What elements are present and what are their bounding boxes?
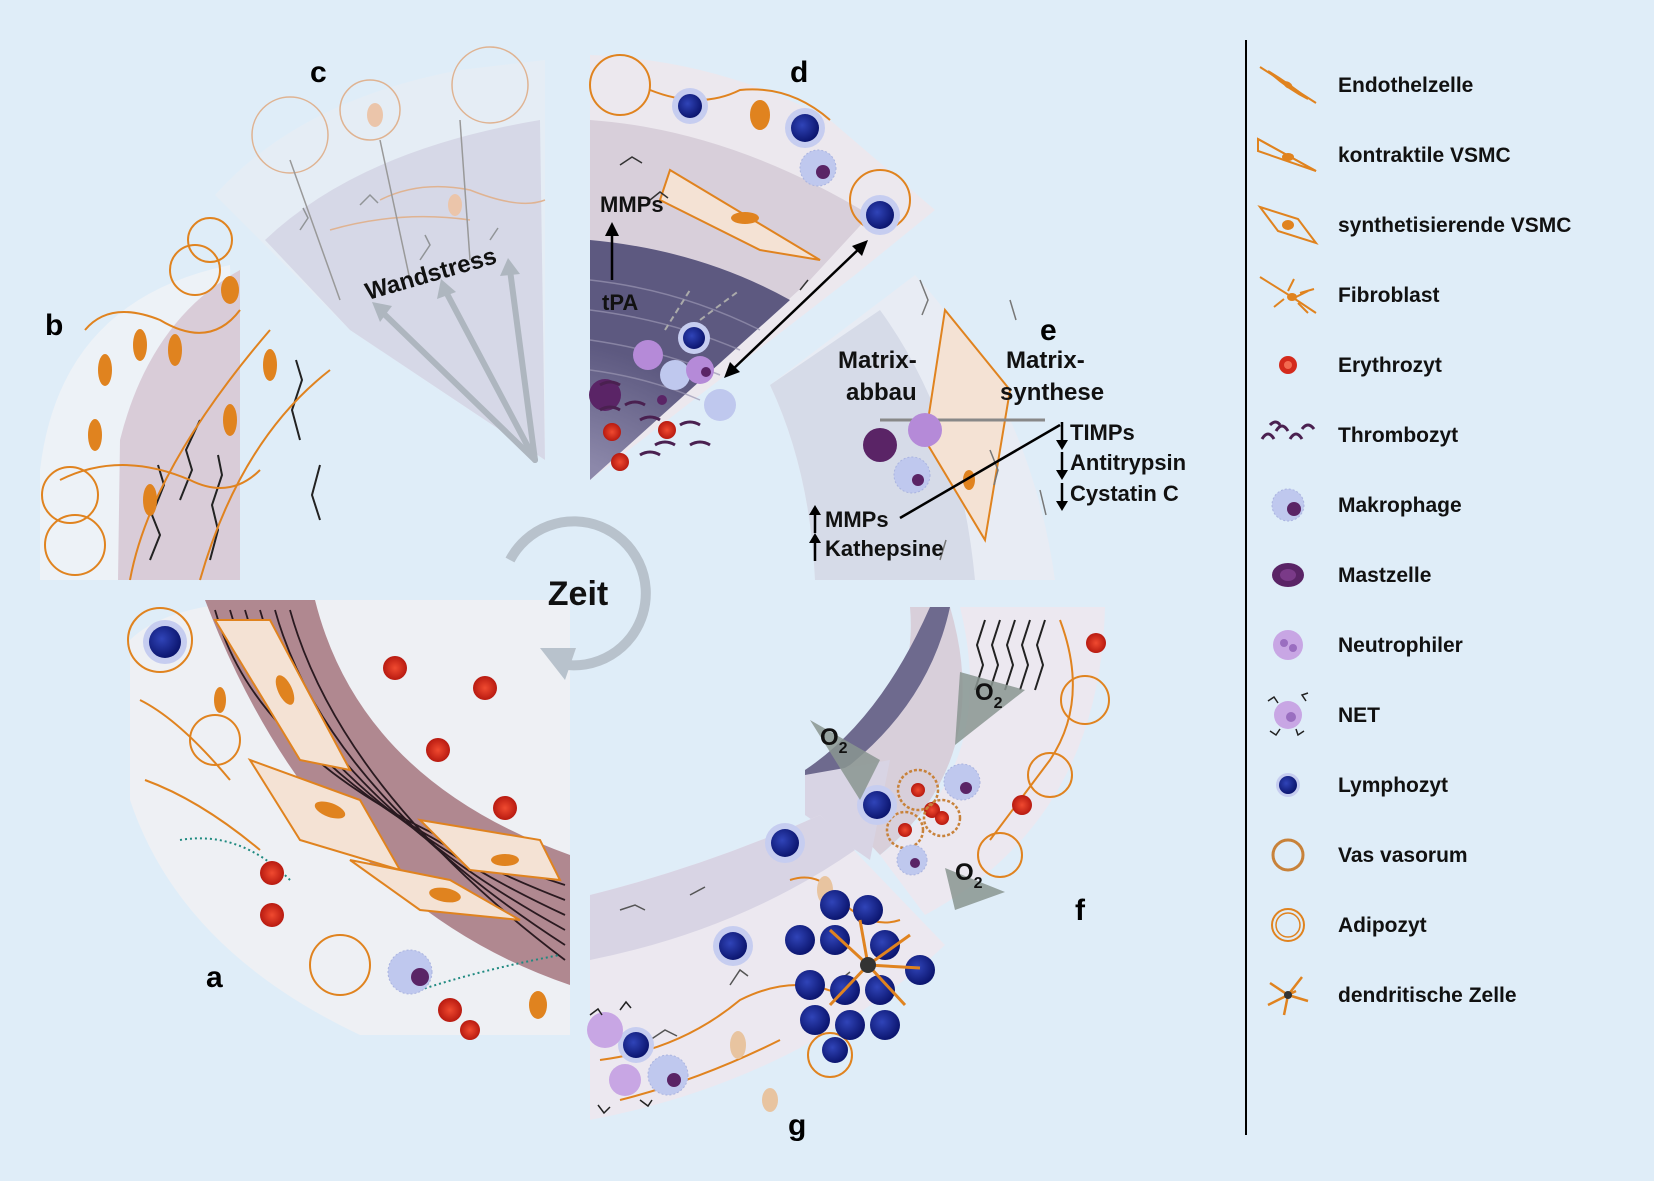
lymphocyte-icon	[1276, 773, 1300, 797]
net-icon	[1267, 692, 1309, 737]
matrix-abbau-label-2: abbau	[846, 379, 917, 406]
o2-labels: O2 O2 O2	[820, 679, 1003, 892]
mmps-e-label: MMPs	[825, 507, 889, 532]
segment-b-letter: b	[45, 309, 63, 342]
segment-g-letter: g	[788, 1109, 806, 1142]
legend-item: Mastzelle	[1272, 563, 1431, 587]
segment-e	[770, 275, 1061, 580]
legend-item: Vas vasorum	[1271, 838, 1468, 872]
zeit-label: Zeit	[548, 575, 608, 613]
wandstress-thin-arrows	[289, 119, 471, 301]
segment-e-labels: Matrix- abbau Matrix- synthese TIMPs Ant…	[809, 347, 1186, 561]
thrombocyte-icon	[1260, 420, 1316, 440]
timps-label: TIMPs	[1070, 420, 1135, 445]
legend-label: synthetisierende VSMC	[1338, 214, 1571, 237]
antitrypsin-label: Antitrypsin	[1070, 450, 1186, 475]
legend-item: Adipozyt	[1271, 908, 1427, 942]
mast-cell-icon	[1272, 563, 1304, 587]
segment-c	[215, 46, 546, 460]
legend-label: dendritische Zelle	[1338, 984, 1517, 1007]
zeit-cycle	[505, 516, 651, 680]
legend-label: Mastzelle	[1338, 564, 1431, 587]
segment-d	[589, 54, 935, 480]
legend-item: kontraktile VSMC	[1257, 137, 1511, 172]
legend-label: NET	[1338, 704, 1380, 727]
legend-item: Erythrozyt	[1279, 354, 1442, 377]
legend-item: synthetisierende VSMC	[1257, 205, 1571, 245]
wandstress-arrows	[372, 258, 538, 463]
segment-b: b	[40, 217, 331, 581]
macrophage-icon	[1271, 488, 1305, 522]
segment-f	[805, 607, 1110, 915]
o2-label-3: O2	[955, 859, 983, 892]
segment-e-letter: e	[1040, 314, 1057, 347]
adipocyte-icon	[1271, 908, 1305, 942]
endothelial-cell-icon	[1259, 66, 1317, 104]
fibroblast-icon	[1259, 276, 1317, 314]
segment-a-letter: a	[206, 961, 223, 994]
segment-g	[587, 815, 945, 1120]
matrix-synthese-label-1: Matrix-	[1006, 347, 1085, 374]
vas-vasorum-icon	[1271, 838, 1305, 872]
legend-item: Endothelzelle	[1259, 66, 1473, 104]
legend-label: Fibroblast	[1338, 284, 1440, 307]
neutrophil-icon	[1273, 630, 1303, 660]
legend-item: Fibroblast	[1259, 276, 1440, 314]
contractile-vsmc-icon	[1257, 137, 1317, 172]
o2-label-1: O2	[820, 724, 848, 757]
legend-item: NET	[1267, 692, 1380, 737]
legend-label: Vas vasorum	[1338, 844, 1468, 867]
legend-label: Makrophage	[1338, 494, 1462, 517]
synthetic-vsmc-icon	[1257, 205, 1319, 245]
cystatin-label: Cystatin C	[1070, 481, 1179, 506]
matrix-abbau-label-1: Matrix-	[838, 347, 917, 374]
legend: Endothelzelle kontraktile VSMC synthetisie…	[1257, 66, 1571, 1016]
legend-item: Neutrophiler	[1273, 630, 1463, 660]
legend-label: Thrombozyt	[1338, 424, 1458, 447]
kathepsine-label: Kathepsine	[825, 536, 944, 561]
tpa-label: tPA	[602, 290, 638, 315]
segment-c-letter: c	[310, 56, 327, 89]
legend-label: Erythrozyt	[1338, 354, 1442, 377]
mmps-d-label: MMPs	[600, 192, 664, 217]
matrix-synthese-label-2: synthese	[1000, 379, 1104, 406]
dendritic-cell-icon	[1267, 976, 1309, 1016]
legend-label: kontraktile VSMC	[1338, 144, 1511, 167]
erythrocyte-icon	[1279, 356, 1297, 374]
legend-label: Lymphozyt	[1338, 774, 1448, 797]
legend-label: Neutrophiler	[1338, 634, 1463, 657]
segment-f-letter: f	[1075, 894, 1086, 927]
legend-item: Thrombozyt	[1260, 420, 1458, 447]
segment-a	[127, 600, 570, 1040]
legend-item: Makrophage	[1271, 488, 1462, 522]
segment-d-letter: d	[790, 56, 808, 89]
legend-item: Lymphozyt	[1276, 773, 1448, 797]
legend-label: Adipozyt	[1338, 914, 1427, 937]
o2-label-2: O2	[975, 679, 1003, 712]
legend-label: Endothelzelle	[1338, 74, 1473, 97]
legend-item: dendritische Zelle	[1267, 976, 1517, 1016]
